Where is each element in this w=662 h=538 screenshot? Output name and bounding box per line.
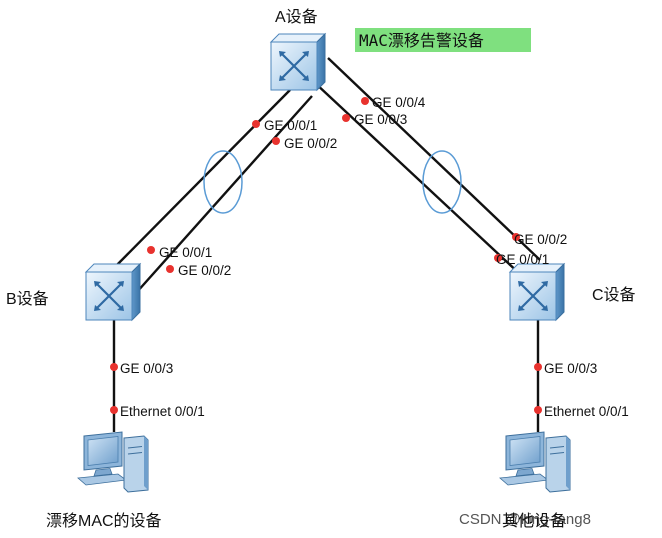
port-dot-c-down: [534, 363, 542, 371]
port-label-host-right: Ethernet 0/0/1: [544, 404, 629, 419]
port-dot-a-c3: [342, 114, 350, 122]
links: [105, 57, 541, 432]
port-dot-a-b2: [272, 137, 280, 145]
link-a-b-1: [105, 89, 291, 277]
port-dot-b-down: [110, 363, 118, 371]
port-label-c-down: GE 0/0/3: [544, 361, 597, 376]
host-right-pc-icon[interactable]: [499, 431, 571, 493]
device-label-c: C设备: [592, 286, 636, 304]
link-a-c-3: [313, 81, 523, 277]
agg-oval-a-c: [422, 150, 462, 214]
link-a-b-2: [127, 95, 313, 303]
port-label-a-b1: GE 0/0/1: [264, 118, 317, 133]
host-label-left: 漂移MAC的设备: [46, 512, 162, 530]
host-label-right: 其他设备: [502, 512, 566, 530]
switch-c-icon[interactable]: [508, 262, 566, 322]
switch-a-icon[interactable]: [269, 32, 327, 92]
alarm-label-bg: [355, 28, 531, 52]
port-dot-b-a1: [147, 246, 155, 254]
port-dot-c-a2: [512, 233, 520, 241]
port-dot-host-left: [110, 406, 118, 414]
port-label-b-down: GE 0/0/3: [120, 361, 173, 376]
watermark: CSDN @king-tang8: [459, 511, 591, 528]
link-a-c-4: [327, 57, 541, 261]
device-label-a: A设备: [275, 8, 318, 26]
port-dots: [110, 97, 542, 414]
port-label-c-a1: GE 0/0/1: [496, 252, 549, 267]
port-label-a-c3: GE 0/0/3: [354, 112, 407, 127]
alarm-label: MAC漂移告警设备: [359, 31, 484, 50]
port-label-a-b2: GE 0/0/2: [284, 136, 337, 151]
port-dot-b-a2: [166, 265, 174, 273]
switch-b-icon[interactable]: [84, 262, 142, 322]
port-label-c-a2: GE 0/0/2: [514, 232, 567, 247]
port-label-host-left: Ethernet 0/0/1: [120, 404, 205, 419]
port-dot-a-c4: [361, 97, 369, 105]
port-dot-c-a1: [494, 254, 502, 262]
port-label-b-a2: GE 0/0/2: [178, 263, 231, 278]
port-dot-a-b1: [252, 120, 260, 128]
port-label-b-a1: GE 0/0/1: [159, 245, 212, 260]
device-label-b: B设备: [6, 290, 49, 308]
host-left-pc-icon[interactable]: [77, 431, 149, 493]
port-dot-host-right: [534, 406, 542, 414]
agg-oval-a-b: [203, 150, 243, 214]
port-label-a-c4: GE 0/0/4: [372, 95, 426, 110]
